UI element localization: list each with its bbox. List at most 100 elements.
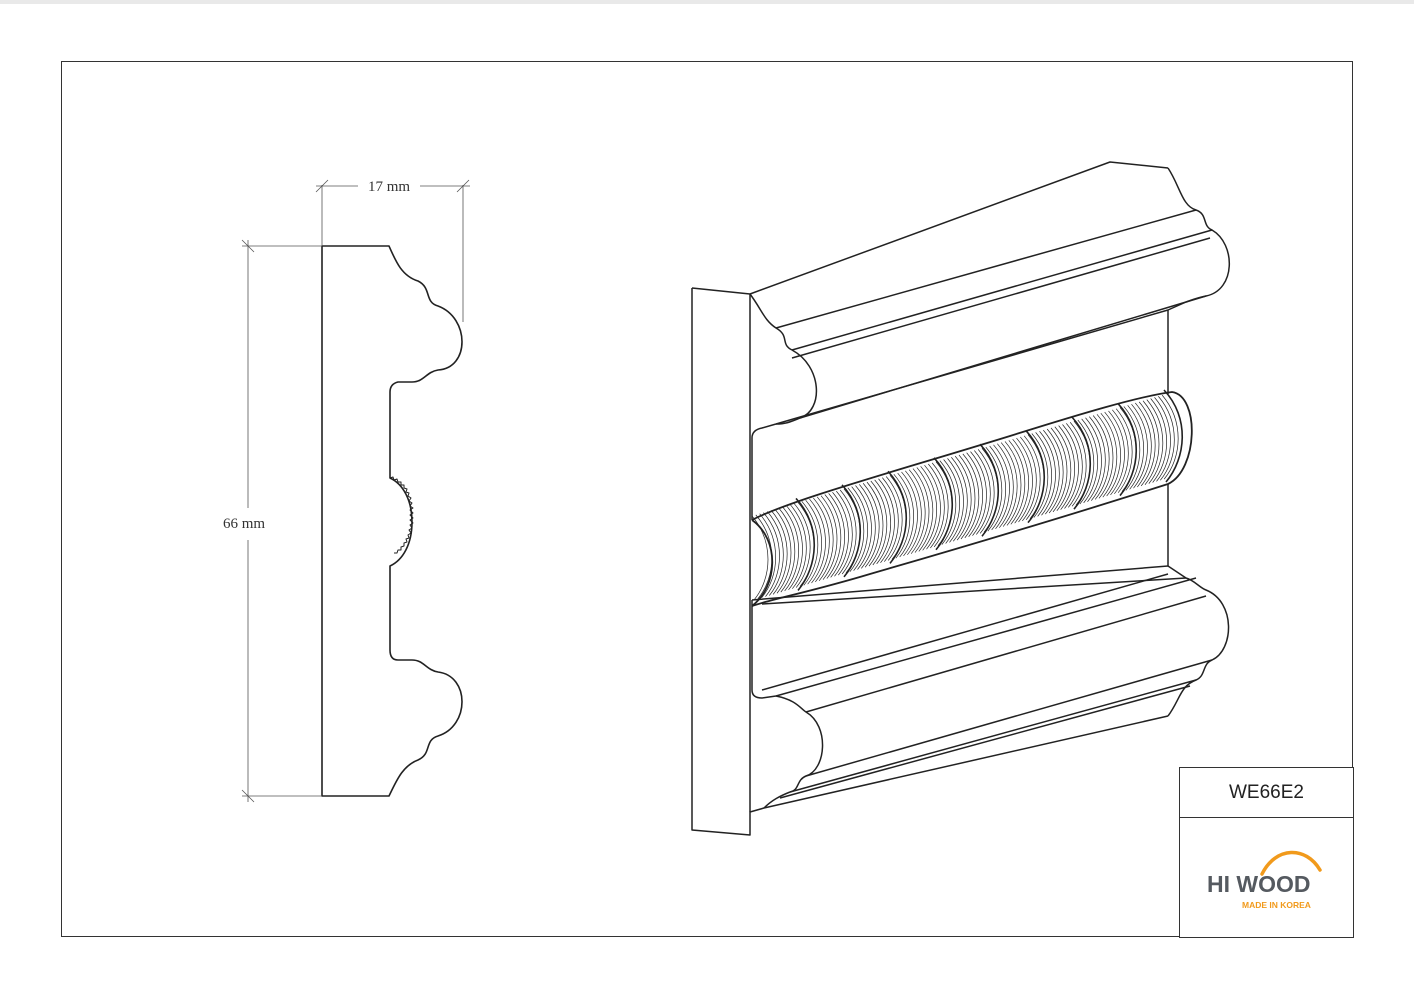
rope-hatch-line	[770, 510, 788, 595]
rope-hatch-line	[767, 511, 784, 596]
rope-hatch-line	[1150, 398, 1168, 483]
rope-hatch-line	[1008, 440, 1026, 525]
product-code: WE66E2	[1180, 768, 1353, 818]
rope-hatch-line	[901, 471, 918, 557]
brand-logo: HI WOOD MADE IN KOREA	[1180, 818, 1353, 937]
rope-hatch-line	[1158, 396, 1175, 481]
rope-hatch-line	[1012, 438, 1030, 524]
rope-hatch-line	[859, 484, 876, 569]
rope-hatch-line	[1058, 425, 1076, 510]
rope-hatch-line	[897, 472, 915, 558]
rope-hatch-line	[797, 502, 815, 587]
rope-hatch-line	[816, 496, 834, 582]
rope-hatch-line	[801, 501, 819, 586]
rope-hatch-line	[1023, 435, 1041, 521]
rope-hatch-line	[759, 513, 777, 598]
rope-hatch-line	[1016, 437, 1033, 523]
rope-hatch-line	[905, 470, 922, 556]
rope-hatch-line	[755, 514, 773, 600]
rope-hatch-line	[866, 481, 884, 567]
rope-hatch-line	[928, 463, 945, 549]
height-dimension-label: 66 mm	[223, 516, 265, 532]
rope-hatch-line	[851, 486, 869, 571]
iso-top-back	[691, 161, 1169, 295]
rope-hatch-line	[793, 503, 811, 588]
rope-hatch-line	[782, 506, 800, 592]
logo-arc-icon	[1260, 850, 1322, 876]
rope-hatch-line	[1123, 406, 1141, 491]
rope-hatch-line	[1146, 399, 1164, 484]
rope-hatch-line	[1046, 428, 1064, 514]
profile-outline	[321, 245, 463, 797]
dimension-lines	[241, 179, 470, 803]
rope-hatch-line	[1119, 407, 1137, 492]
rope-hatch-line	[916, 467, 934, 552]
rope-hatch-line	[1073, 420, 1091, 506]
rope-hatch-line	[1043, 429, 1060, 515]
brand-name: HI WOOD	[1207, 871, 1311, 897]
rope-hatch-line	[1077, 419, 1095, 505]
rope-hatch-line	[908, 469, 926, 554]
iso-top-end	[1167, 167, 1231, 311]
profile-bead-serration	[389, 476, 414, 554]
rope-hatch-line	[855, 485, 872, 570]
rope-hatch-line	[1104, 411, 1122, 497]
rope-hatch-line	[958, 454, 976, 540]
rope-hatch-line	[882, 477, 899, 562]
rope-hatch-line	[1085, 417, 1102, 502]
rope-hatch-line	[1138, 401, 1156, 487]
rope-hatch-line	[920, 466, 938, 551]
iso-bottom-end	[1167, 565, 1230, 717]
iso-back-face	[691, 288, 765, 836]
rope-hatch-line	[966, 452, 984, 537]
rope-hatch-line	[813, 497, 830, 583]
rope-hatch-line	[1135, 402, 1152, 488]
rope-hatch-line	[985, 446, 1003, 532]
rope-hatch-line	[939, 460, 957, 545]
rope-segment-divider	[1163, 389, 1183, 483]
profile-section	[321, 245, 463, 797]
rope-hatch-line	[1020, 436, 1037, 522]
rope-hatch-line	[947, 458, 964, 543]
rope-hatch-line	[1131, 403, 1148, 489]
rope-hatch-line	[935, 461, 953, 546]
rope-hatch-line	[778, 507, 796, 593]
rope-hatch-line	[839, 489, 857, 575]
rope-hatch-line	[993, 444, 1010, 530]
iso-rope-bead	[751, 391, 1193, 607]
rope-hatch-line	[1081, 418, 1099, 504]
width-dimension-label: 17 mm	[368, 179, 410, 195]
rope-hatch-line	[954, 455, 972, 541]
rope-hatch-line	[1039, 431, 1056, 516]
rope-hatch-line	[820, 495, 838, 580]
rope-hatch-line	[977, 449, 995, 534]
title-block: WE66E2 HI WOOD MADE IN KOREA	[1179, 767, 1354, 938]
rope-hatch-line	[951, 457, 968, 542]
rope-hatch-line	[878, 478, 895, 563]
rope-hatch-line	[1035, 432, 1053, 517]
rope-hatch-line	[962, 453, 980, 539]
rope-hatch-line	[1004, 441, 1022, 526]
rope-hatch-line	[874, 479, 892, 565]
rope-hatch-line	[981, 447, 999, 533]
rope-hatch-line	[843, 488, 861, 574]
rope-hatch-line	[1092, 415, 1110, 500]
rope-hatch-line	[862, 483, 880, 568]
rope-hatch-line	[1089, 416, 1106, 501]
rope-hatch-line	[809, 498, 826, 584]
isometric-view	[691, 161, 1231, 836]
rope-hatch-line	[1142, 400, 1160, 485]
rope-hatch-line	[1112, 409, 1129, 495]
rope-hatch-line	[1054, 426, 1072, 511]
rope-hatch-line	[943, 459, 961, 544]
top-bar	[0, 0, 1414, 4]
rope-hatch-line	[847, 487, 865, 572]
rope-hatch-line	[893, 473, 911, 559]
brand-tagline: MADE IN KOREA	[1242, 900, 1311, 910]
rope-hatch-line	[1115, 408, 1133, 493]
rope-hatch-line	[790, 504, 807, 589]
rope-hatch-line	[912, 468, 930, 553]
rope-hatch-line	[751, 515, 769, 601]
rope-hatch-line	[870, 480, 888, 566]
rope-hatch-line	[989, 445, 1007, 531]
